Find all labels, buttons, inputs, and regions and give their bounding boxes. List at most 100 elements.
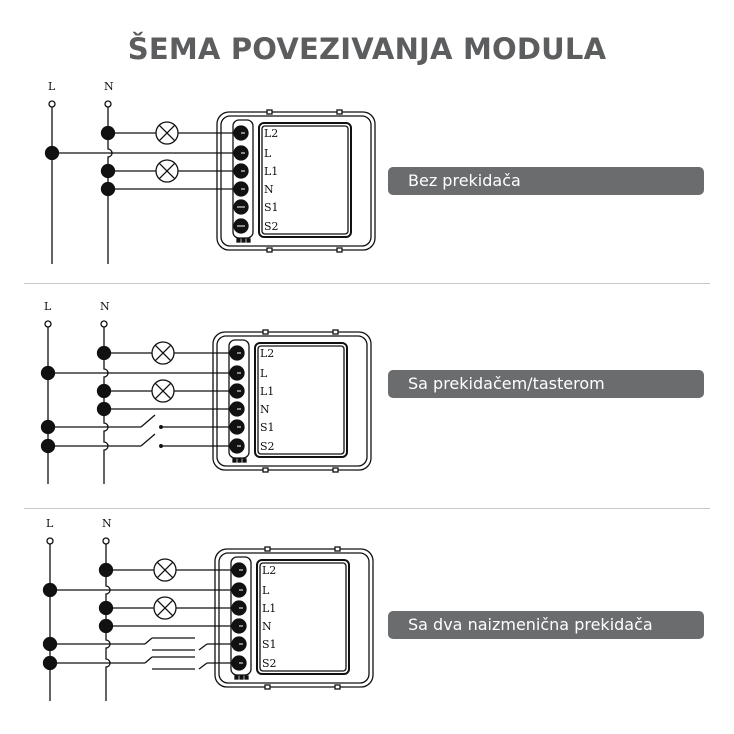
switch-lever-icon bbox=[140, 414, 156, 428]
module-clip bbox=[336, 109, 343, 115]
module-outer bbox=[212, 331, 372, 471]
switch-lever-icon bbox=[144, 637, 153, 645]
terminal-label-s2: S2 bbox=[264, 220, 279, 233]
module-inner bbox=[220, 115, 372, 247]
module-face bbox=[256, 559, 350, 675]
junction-dot bbox=[100, 163, 116, 179]
module-led bbox=[234, 675, 239, 680]
lamp-cross bbox=[158, 124, 176, 142]
switch-lever-icon bbox=[144, 656, 153, 664]
terminal-label-l: L bbox=[260, 367, 268, 380]
terminal-block bbox=[230, 556, 252, 676]
terminal-label-l: L bbox=[264, 147, 272, 160]
module-led bbox=[232, 458, 237, 463]
module-clip bbox=[336, 247, 343, 253]
junction-dot bbox=[40, 365, 56, 381]
switch-lever-icon bbox=[198, 643, 208, 651]
module-led bbox=[246, 238, 251, 243]
module-inner bbox=[216, 335, 368, 467]
junction-dot bbox=[96, 383, 112, 399]
terminal-open-icon bbox=[104, 100, 112, 108]
module-clip bbox=[262, 329, 269, 335]
diagram-label-two-way-switch: Sa dva naizmenična prekidača bbox=[388, 611, 704, 639]
bus-label-n: N bbox=[102, 517, 112, 530]
module-face-inner bbox=[257, 345, 345, 455]
terminal-label-l: L bbox=[262, 584, 270, 597]
switch-lever-icon bbox=[140, 433, 156, 447]
module-led bbox=[237, 458, 242, 463]
module-clip bbox=[332, 467, 339, 473]
lamp-cross bbox=[156, 599, 174, 617]
bus-label-l: L bbox=[46, 517, 54, 530]
junction-dot bbox=[44, 145, 60, 161]
terminal-open-icon bbox=[100, 320, 108, 328]
module-inner bbox=[218, 552, 370, 684]
module-clip bbox=[264, 546, 271, 552]
lamp-cross bbox=[156, 561, 174, 579]
terminal-open-icon bbox=[46, 537, 54, 545]
terminal-block bbox=[232, 119, 254, 239]
module-led bbox=[244, 675, 249, 680]
module-led bbox=[239, 675, 244, 680]
junction-dot bbox=[96, 401, 112, 417]
module-face bbox=[254, 342, 348, 458]
module-face-inner bbox=[261, 125, 349, 235]
terminal-open-icon bbox=[44, 320, 52, 328]
terminal-label-s2: S2 bbox=[260, 440, 275, 453]
module-clip bbox=[334, 546, 341, 552]
section-divider bbox=[24, 508, 710, 509]
junction-dot bbox=[98, 600, 114, 616]
terminal-label-s1: S1 bbox=[260, 421, 275, 434]
terminal-label-l1: L1 bbox=[262, 602, 276, 615]
section-divider bbox=[24, 283, 710, 284]
lamp-cross bbox=[154, 344, 172, 362]
module-clip bbox=[266, 109, 273, 115]
lamp-cross bbox=[158, 162, 176, 180]
terminal-label-s1: S1 bbox=[264, 201, 279, 214]
switch-contact bbox=[159, 425, 163, 429]
terminal-label-s1: S1 bbox=[262, 638, 277, 651]
module-clip bbox=[266, 247, 273, 253]
switch-contact bbox=[159, 444, 163, 448]
terminal-label-l1: L1 bbox=[264, 165, 278, 178]
module-clip bbox=[334, 684, 341, 690]
junction-dot bbox=[98, 562, 114, 578]
diagram-label-single-switch: Sa prekidačem/tasterom bbox=[388, 370, 704, 398]
terminal-open-icon bbox=[48, 100, 56, 108]
terminal-label-l2: L2 bbox=[260, 347, 274, 360]
terminal-label-n: N bbox=[260, 403, 270, 416]
module-led bbox=[241, 238, 246, 243]
bus-label-n: N bbox=[100, 300, 110, 313]
module-outer bbox=[216, 111, 376, 251]
bus-label-l: L bbox=[44, 300, 52, 313]
module-outer bbox=[214, 548, 374, 688]
terminal-label-l1: L1 bbox=[260, 385, 274, 398]
terminal-label-n: N bbox=[264, 183, 274, 196]
page-title: ŠEMA POVEZIVANJA MODULA bbox=[127, 32, 607, 66]
module-led bbox=[242, 458, 247, 463]
bus-label-n: N bbox=[104, 80, 114, 93]
module-face-inner bbox=[259, 562, 347, 672]
bus-label-l: L bbox=[48, 80, 56, 93]
junction-dot bbox=[96, 345, 112, 361]
terminal-label-n: N bbox=[262, 620, 272, 633]
module-clip bbox=[262, 467, 269, 473]
terminal-label-l2: L2 bbox=[264, 127, 278, 140]
module-clip bbox=[264, 684, 271, 690]
module-clip bbox=[332, 329, 339, 335]
terminal-label-s2: S2 bbox=[262, 657, 277, 670]
junction-dot bbox=[98, 618, 114, 634]
junction-dot bbox=[100, 181, 116, 197]
terminal-open-icon bbox=[102, 537, 110, 545]
diagram-label-no-switch: Bez prekidača bbox=[388, 167, 704, 195]
junction-dot bbox=[100, 125, 116, 141]
lamp-cross bbox=[154, 382, 172, 400]
terminal-label-l2: L2 bbox=[262, 564, 276, 577]
module-led bbox=[236, 238, 241, 243]
module-face bbox=[258, 122, 352, 238]
terminal-block bbox=[228, 339, 250, 459]
